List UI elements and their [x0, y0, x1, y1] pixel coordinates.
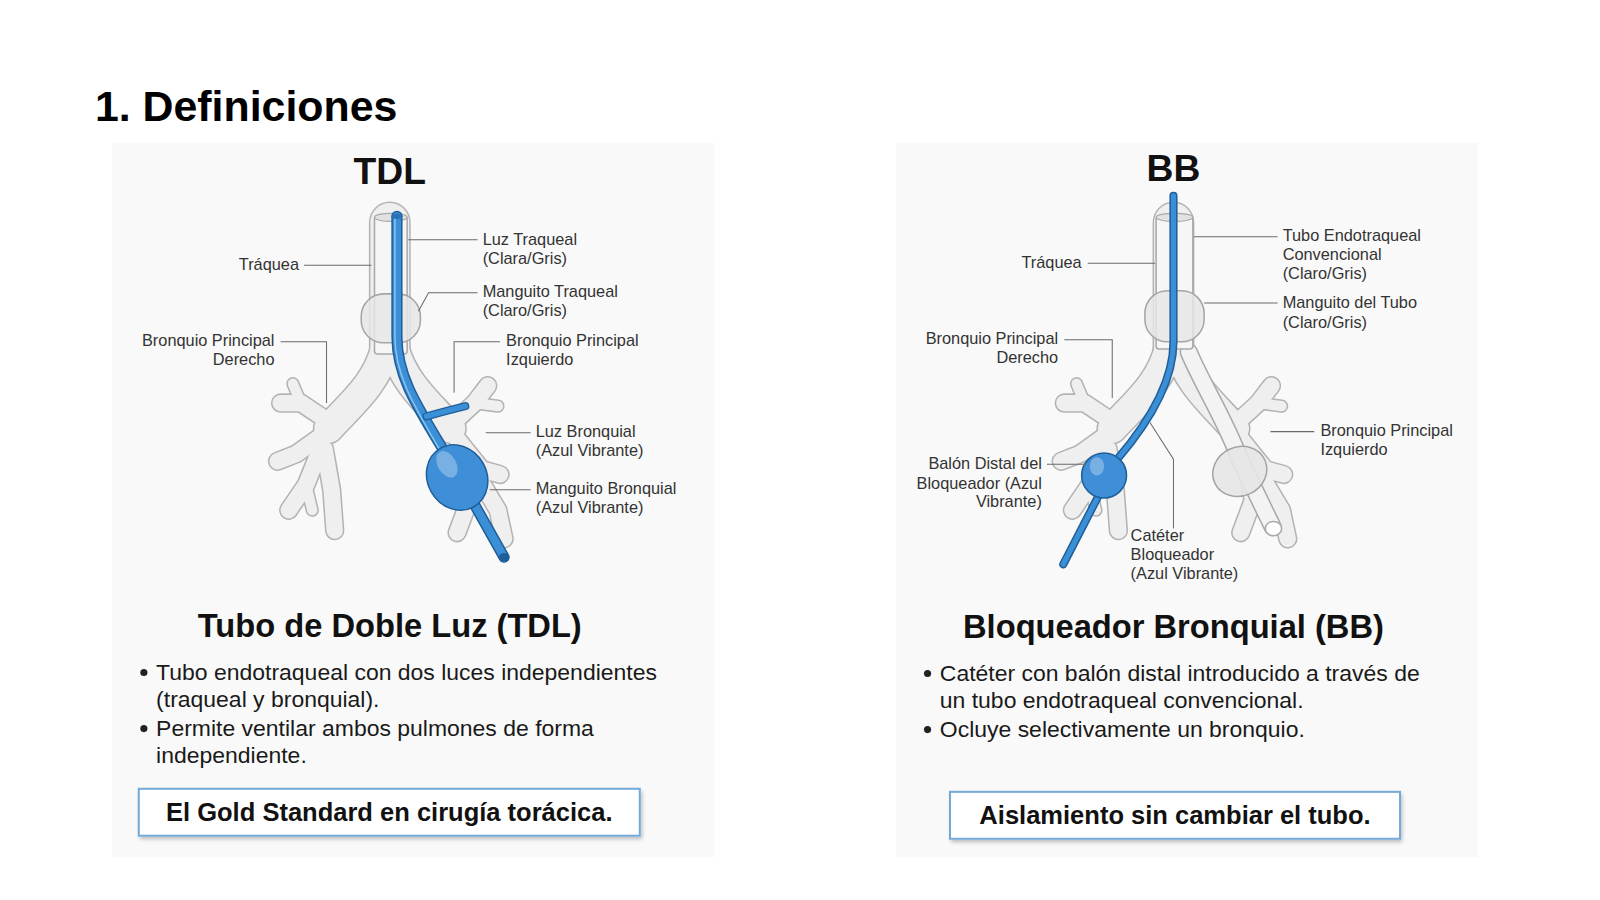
part-label: Bronquio Principal Derecho: [905, 330, 1058, 368]
panel-background: [112, 143, 714, 857]
leader-line: [1088, 263, 1155, 264]
lumen-top: [391, 214, 402, 219]
part-label: Tráquea: [1000, 254, 1082, 273]
leader-line: [1150, 422, 1173, 528]
bullet-text: Catéter con balón distal introducido a t…: [940, 659, 1440, 714]
part-label: Bronquio Principal Izquierdo: [506, 332, 659, 370]
panel-heading: BB: [1071, 148, 1275, 189]
bullet-marker: [140, 725, 147, 732]
leader-line: [1204, 303, 1277, 304]
leader-line: [1047, 464, 1086, 465]
part-label: Tubo Endotraqueal Convencional (Claro/Gr…: [1283, 227, 1441, 284]
bronchial-lumen-outline: [397, 216, 504, 557]
part-label: Manguito Bronquial (Azul Vibrante): [536, 480, 699, 518]
highlight-box: Aislamiento sin cambiar el tubo.: [949, 791, 1401, 840]
bullet-marker: [924, 670, 931, 677]
box-text: El Gold Standard en cirugía torácica.: [166, 797, 613, 828]
section-heading: Bloqueador Bronquial (BB): [908, 607, 1439, 646]
part-label: Tráquea: [217, 256, 299, 275]
lumen-tip: [499, 553, 509, 561]
part-label: Bronquio Principal Derecho: [121, 332, 274, 370]
tube-end: [1265, 521, 1281, 535]
cuff-highlight: [432, 447, 462, 481]
leader-line: [1064, 340, 1112, 398]
bronchial-lumen: [397, 216, 504, 557]
part-label: Luz Bronquial (Azul Vibrante): [536, 422, 664, 460]
gray-cuff: [1204, 438, 1275, 506]
leader-line: [304, 265, 371, 266]
leader-line: [281, 342, 327, 403]
part-label: Manguito Traqueal (Claro/Gris): [483, 283, 641, 321]
slide-title: 1. Definiciones: [95, 82, 397, 133]
bullet-text: Permite ventilar ambos pulmones de forma…: [156, 714, 707, 769]
bronchial-cuff: [415, 434, 500, 522]
leader-line: [418, 293, 477, 311]
gray-tube-outline: [1189, 352, 1273, 526]
side-lumen-outline: [427, 406, 466, 416]
bullet-marker: [140, 669, 147, 676]
leader-line: [486, 432, 531, 433]
leader-line: [1194, 236, 1278, 237]
leader-line: [408, 239, 477, 240]
side-lumen: [427, 406, 466, 416]
highlight-box: El Gold Standard en cirugía torácica.: [138, 788, 641, 837]
section-heading: Tubo de Doble Luz (TDL): [124, 606, 655, 645]
leader-line: [454, 342, 500, 393]
bullet-marker: [924, 726, 931, 733]
leader-line: [1270, 431, 1314, 432]
part-label: Bronquio Principal Izquierdo: [1320, 421, 1473, 459]
tracheal-cuff: [361, 294, 420, 343]
part-label: Luz Traqueal (Clara/Gris): [483, 231, 611, 269]
blocker-balloon: [1082, 453, 1127, 498]
part-label: Balón Distal del Bloqueador (Azul Vibran…: [914, 455, 1042, 512]
leader-line: [490, 489, 531, 490]
panel-heading: TDL: [288, 151, 492, 192]
bullet-text: Tubo endotraqueal con dos luces independ…: [156, 658, 707, 713]
part-label: Manguito del Tubo (Claro/Gris): [1283, 294, 1441, 332]
gray-tube: [1189, 352, 1273, 526]
balloon-highlight: [1090, 457, 1104, 475]
blocker-catheter-outline: [1063, 196, 1173, 564]
box-text: Aislamiento sin cambiar el tubo.: [979, 800, 1370, 831]
part-label: Catéter Bloqueador (Azul Vibrante): [1131, 527, 1253, 584]
blocker-catheter: [1063, 196, 1173, 564]
lumen-highlight: [395, 218, 443, 455]
bullet-text: Ocluye selectivamente un bronquio.: [940, 715, 1440, 743]
panel-background: [896, 143, 1478, 857]
